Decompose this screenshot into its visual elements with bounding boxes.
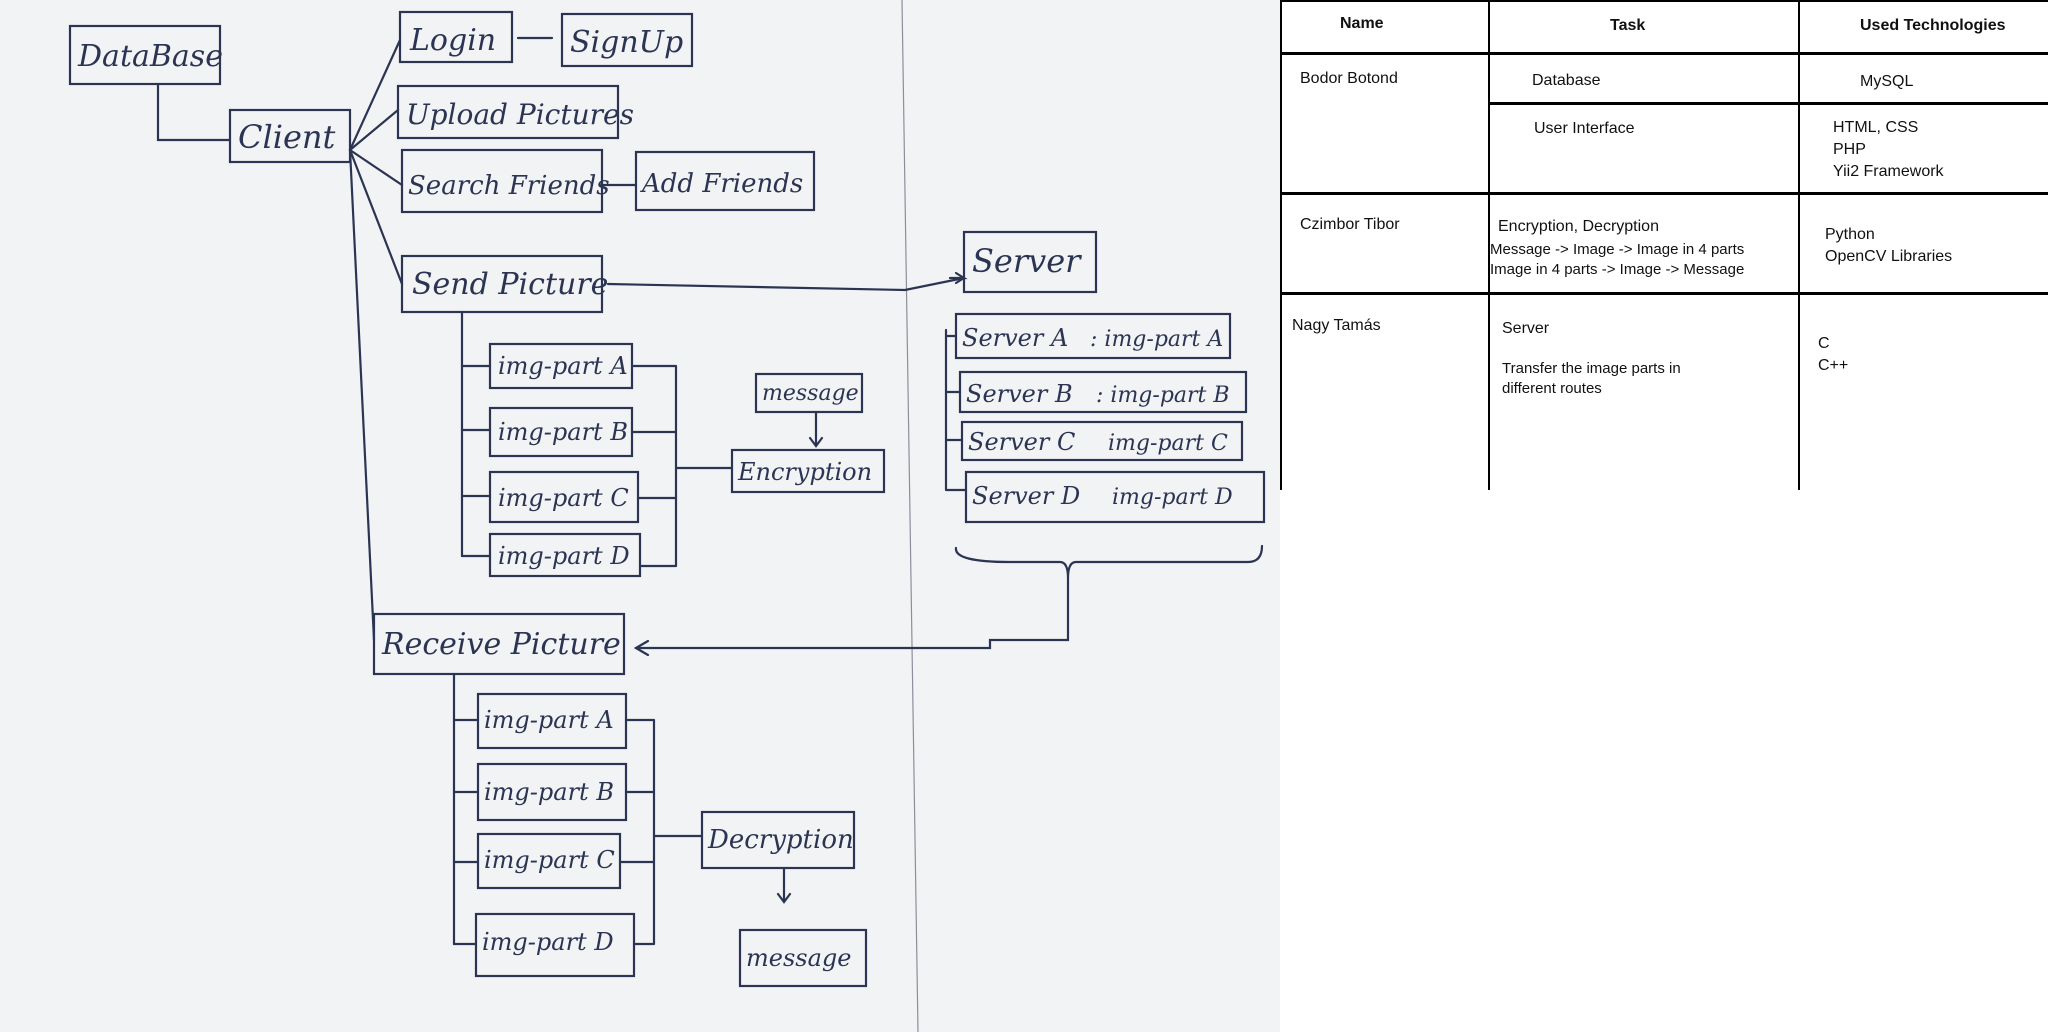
- message-out-label: message: [746, 944, 851, 972]
- receive-part-label-c: img-part C: [484, 846, 615, 874]
- server-label: Server: [972, 242, 1082, 280]
- server-d-part: img-part D: [1112, 485, 1233, 510]
- server-list-bracket: [944, 328, 968, 492]
- bodor-task-2: User Interface: [1534, 120, 1635, 137]
- receive-picture-box: [372, 612, 626, 676]
- row-name-nagy: Nagy Tamás: [1292, 317, 1381, 334]
- send-parts-right-bracket: [630, 364, 734, 568]
- nagy-task-line-1: Transfer the image parts in: [1502, 360, 1681, 377]
- add-friends-label: Add Friends: [640, 169, 803, 199]
- client-upload-line: [348, 108, 400, 152]
- message-encryption-arrow: [808, 410, 824, 448]
- send-server-arrow: [948, 271, 968, 285]
- decryption-message-arrow: [776, 866, 792, 904]
- message-in-box: [754, 372, 864, 414]
- bodor-subrow-divider: [1488, 102, 2048, 105]
- decryption-label: Decryption: [707, 825, 854, 855]
- task-table: Name Task Used Technologies Bodor Botond…: [1280, 0, 2048, 490]
- client-send-line: [348, 148, 404, 286]
- db-client-line: [156, 82, 232, 142]
- row-divider-2: [1280, 292, 2048, 295]
- encryption-label: Encryption: [737, 458, 872, 486]
- czimbor-tech-1: Python: [1825, 226, 1875, 243]
- send-part-label-d: img-part D: [498, 542, 630, 570]
- bodor-tech-2b: PHP: [1833, 141, 1866, 158]
- server-box: [962, 230, 1098, 294]
- receive-picture-label: Receive Picture: [381, 627, 621, 662]
- czimbor-task-line-2: Image in 4 parts -> Image -> Message: [1490, 261, 1745, 278]
- column-divider-2: [1798, 0, 1800, 490]
- login-label: Login: [409, 23, 496, 58]
- server-b-part: : img-part B: [1096, 383, 1230, 408]
- nagy-tech-2: C++: [1818, 357, 1849, 374]
- server-d-name: Server D: [972, 482, 1080, 510]
- server-b-name: Server B: [966, 380, 1073, 408]
- nagy-task-title: Server: [1502, 320, 1550, 337]
- receive-part-label-b: img-part B: [484, 778, 614, 806]
- czimbor-task-title: Encryption, Decryption: [1498, 218, 1659, 235]
- bodor-tech-1: MySQL: [1860, 73, 1914, 90]
- send-parts-branches: [460, 364, 492, 558]
- upload-box: [396, 84, 620, 140]
- client-search-line: [348, 148, 404, 187]
- encryption-box: [730, 448, 886, 494]
- add-friends-box: [634, 150, 816, 212]
- receive-parts-right-bracket: [618, 718, 704, 946]
- server-d-box: [964, 470, 1266, 524]
- header-divider: [1280, 52, 2048, 55]
- hand-drawn-diagram: DataBase Client Login SignUp Upload Pict…: [0, 0, 1280, 1032]
- decryption-box: [700, 810, 856, 870]
- send-part-label-b: img-part B: [498, 418, 628, 446]
- client-receive-line: [348, 148, 376, 642]
- message-in-label: message: [762, 381, 859, 406]
- header-name: Name: [1340, 15, 1384, 32]
- header-task: Task: [1610, 17, 1646, 34]
- upload-label: Upload Pictures: [406, 98, 634, 131]
- send-part-label-c: img-part C: [498, 484, 629, 512]
- search-box: [400, 148, 604, 214]
- bodor-tech-2a: HTML, CSS: [1833, 119, 1919, 136]
- row-name-bodor: Bodor Botond: [1300, 70, 1398, 87]
- database-label: DataBase: [77, 39, 223, 74]
- nagy-task-line-2: different routes: [1502, 380, 1602, 397]
- receive-part-label-d: img-part D: [482, 928, 614, 956]
- signup-label: SignUp: [570, 25, 683, 60]
- server-a-name: Server A: [962, 324, 1068, 352]
- server-curly-brace: [954, 544, 1264, 579]
- send-picture-label: Send Picture: [412, 267, 608, 302]
- receive-parts-branches: [452, 718, 480, 946]
- server-receive-arrow: [633, 639, 650, 657]
- server-c-name: Server C: [968, 428, 1075, 456]
- login-box: [398, 10, 514, 64]
- table-top-border: [1280, 0, 2048, 2]
- client-label: Client: [238, 118, 336, 156]
- diagram-canvas: DataBase Client Login SignUp Upload Pict…: [68, 0, 1266, 1032]
- czimbor-tech-2: OpenCV Libraries: [1825, 248, 1953, 265]
- client-login-line: [348, 38, 402, 152]
- bodor-tech-2c: Yii2 Framework: [1833, 163, 1944, 180]
- search-label: Search Friends: [408, 171, 610, 201]
- send-server-line: [606, 276, 966, 292]
- nagy-tech-1: C: [1818, 335, 1830, 352]
- bodor-task-1: Database: [1532, 72, 1601, 89]
- client-box: [228, 108, 352, 164]
- row-divider-1: [1280, 192, 2048, 195]
- server-a-part: : img-part A: [1090, 327, 1223, 352]
- column-divider-1: [1488, 0, 1490, 490]
- message-out-box: [738, 928, 868, 988]
- header-tech: Used Technologies: [1860, 17, 2006, 34]
- database-box: [68, 24, 222, 86]
- send-part-label-a: img-part A: [498, 352, 628, 380]
- server-receive-line: [634, 576, 1070, 650]
- table-left-border: [1280, 0, 1282, 490]
- signup-box: [560, 12, 694, 68]
- row-name-czimbor: Czimbor Tibor: [1300, 216, 1400, 233]
- server-c-part: img-part C: [1108, 431, 1228, 456]
- czimbor-task-line-1: Message -> Image -> Image in 4 parts: [1490, 241, 1745, 258]
- receive-part-label-a: img-part A: [484, 706, 614, 734]
